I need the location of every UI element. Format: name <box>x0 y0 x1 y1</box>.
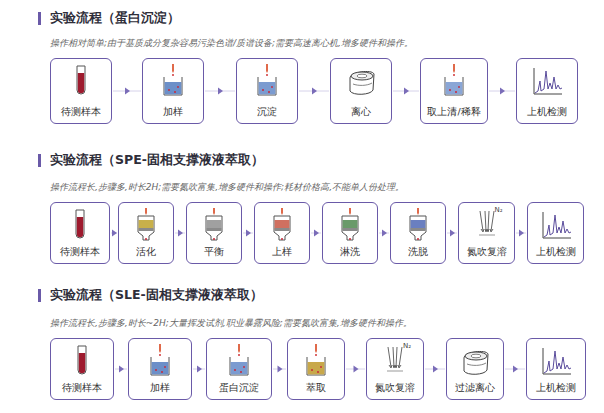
spe-icon <box>330 208 370 242</box>
step-box: 过滤离心 <box>446 338 504 400</box>
flow-arrow <box>273 366 286 373</box>
section-heading: 实验流程（SLE-固相支撑液液萃取） <box>50 287 263 304</box>
step-label: 离心 <box>331 106 391 119</box>
step-box: 上机检测 <box>526 338 586 400</box>
step-box: 沉淀 <box>236 58 298 124</box>
step-label: 待测样本 <box>51 382 113 395</box>
step-label: 淋洗 <box>323 246 377 259</box>
step-box: 氮吹复溶 N₂ <box>366 338 424 400</box>
spe-icon <box>398 208 438 242</box>
step-label: 活化 <box>119 246 173 259</box>
flow-arrow <box>311 230 321 237</box>
step-label: 氮吹复溶 <box>459 246 514 259</box>
step-label: 加样 <box>143 106 203 119</box>
step-label: 萃取 <box>288 382 344 395</box>
beaker-icon <box>296 344 336 378</box>
heading-bar <box>38 12 41 25</box>
section-note: 操作流程长,步骤多,时长2H;需要氮吹富集,增多硬件和操作;耗材价格高,不能单人… <box>50 181 404 194</box>
step-label: 待测样本 <box>51 246 109 259</box>
step-box: 蛋白沉淀 <box>206 338 272 400</box>
step-label: 沉淀 <box>237 106 297 119</box>
step-box: 氮吹复溶 N₂ <box>458 202 515 264</box>
flow-arrow <box>346 366 365 373</box>
gas-tag: N₂ <box>403 342 411 350</box>
flow-arrow <box>516 230 526 237</box>
flow-arrow <box>379 230 389 237</box>
spe-icon <box>262 208 302 242</box>
flow-arrow <box>193 366 205 373</box>
flow-arrow <box>115 366 127 373</box>
gas-tag: N₂ <box>495 206 503 214</box>
centri-icon <box>341 64 381 98</box>
tube-icon <box>60 208 100 242</box>
beaker-icon <box>434 64 474 98</box>
spe-icon <box>126 208 166 242</box>
flow-arrow <box>425 366 445 373</box>
step-label: 上样 <box>255 246 309 259</box>
flow-arrow <box>489 88 515 95</box>
step-label: 氮吹复溶 <box>367 382 423 395</box>
section-heading: 实验流程（蛋白沉淀） <box>50 10 180 27</box>
section-note: 操作相对简单;由于基质成分复杂容易污染色谱/质谱设备;需要高速离心机,增多硬件和… <box>50 37 413 50</box>
step-label: 加样 <box>129 382 191 395</box>
flow-arrow <box>111 230 117 237</box>
step-label: 上机检测 <box>528 246 583 259</box>
beaker-icon <box>153 64 193 98</box>
beaker-icon <box>140 344 180 378</box>
step-box: 离心 <box>330 58 392 124</box>
step-box: 活化 <box>118 202 174 264</box>
spec-icon <box>536 208 576 242</box>
tube-icon <box>61 64 101 98</box>
step-box: 加样 <box>128 338 192 400</box>
step-label: 过滤离心 <box>447 382 503 395</box>
step-box: 上机检测 <box>527 202 584 264</box>
section-heading: 实验流程（SPE-固相支撑液液萃取） <box>50 152 264 169</box>
flow-arrow <box>175 230 185 237</box>
centri-icon <box>455 344 495 378</box>
spec-icon <box>527 64 567 98</box>
beaker-icon <box>219 344 259 378</box>
step-box: 取上清/稀释 <box>420 58 488 124</box>
step-label: 蛋白沉淀 <box>207 382 271 395</box>
step-label: 上机检测 <box>517 106 577 119</box>
heading-bar <box>38 289 41 302</box>
step-box: 上样 <box>254 202 310 264</box>
step-box: 加样 <box>142 58 204 124</box>
flow-arrow <box>299 88 329 95</box>
step-box: 平衡 <box>186 202 242 264</box>
step-box: 待测样本 <box>50 338 114 400</box>
heading-bar <box>38 154 41 167</box>
step-label: 取上清/稀释 <box>421 106 487 119</box>
flow-arrow <box>113 88 141 95</box>
flow-arrow <box>243 230 253 237</box>
step-label: 洗脱 <box>391 246 445 259</box>
step-label: 平衡 <box>187 246 241 259</box>
flow-arrow <box>393 88 419 95</box>
step-box: 洗脱 <box>390 202 446 264</box>
beaker-icon <box>247 64 287 98</box>
step-box: 待测样本 <box>50 202 110 264</box>
tube-icon <box>62 344 102 378</box>
flow-arrow <box>505 366 525 373</box>
step-box: 萃取 <box>287 338 345 400</box>
step-label: 待测样本 <box>51 106 111 119</box>
step-box: 上机检测 <box>516 58 578 124</box>
section-note: 操作流程长,步骤多,时长~2H;大量挥发试剂,职业暴露风险;需要氮吹富集,增多硬… <box>50 317 412 330</box>
step-label: 上机检测 <box>527 382 585 395</box>
flow-arrow <box>447 230 457 237</box>
step-box: 淋洗 <box>322 202 378 264</box>
step-box: 待测样本 <box>50 58 112 124</box>
spe-icon <box>194 208 234 242</box>
spec-icon <box>536 344 576 378</box>
flow-arrow <box>205 88 235 95</box>
